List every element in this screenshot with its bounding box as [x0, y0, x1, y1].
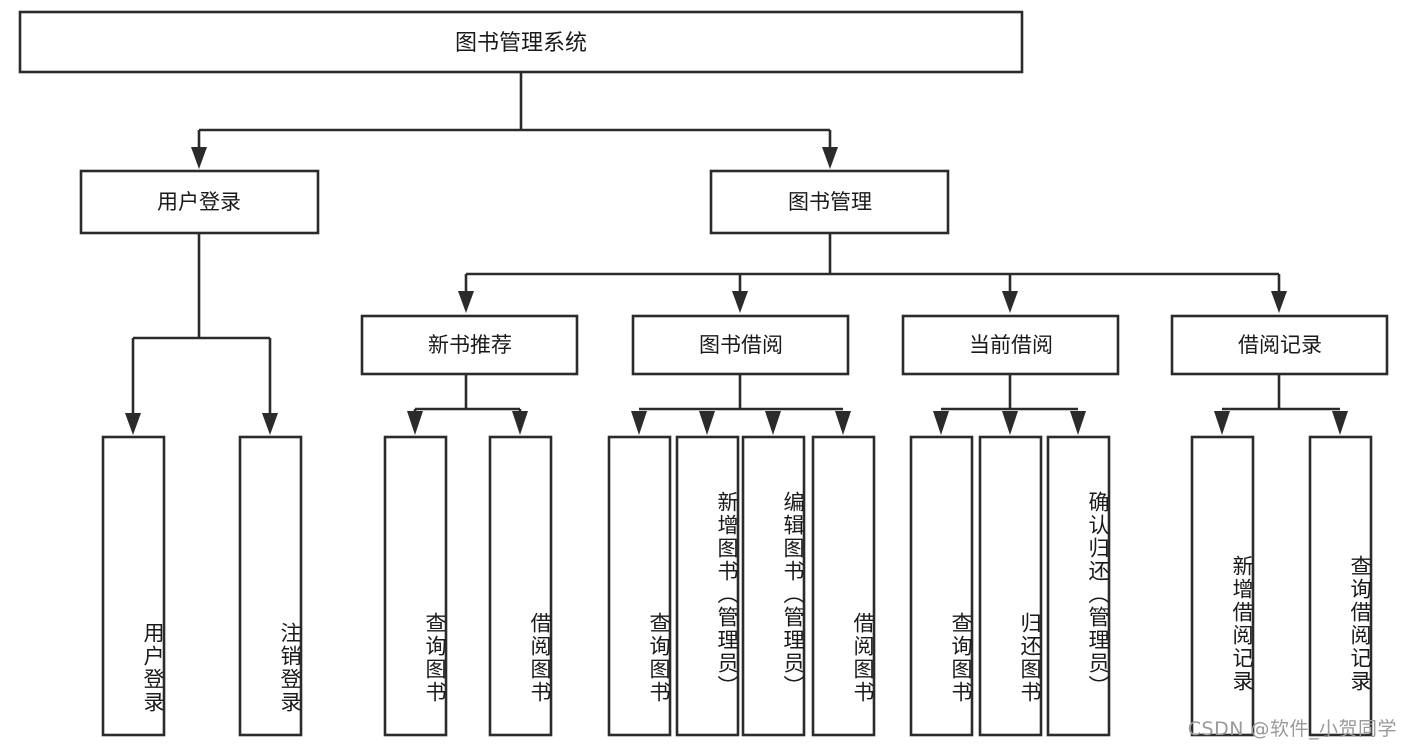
node-leaf-confirm-return-admin[interactable]: [1046, 435, 1111, 737]
node-leaf-edit-book-admin[interactable]: [741, 435, 806, 737]
node-leaf-query-book-new[interactable]: [383, 435, 448, 737]
connector-user-login-to-leaves: [125, 233, 278, 435]
node-leaf-add-book-admin[interactable]: [675, 435, 740, 737]
node-leaf-borrow-book[interactable]: [811, 435, 876, 737]
node-user-login-label: 用户登录: [157, 190, 241, 214]
node-leaf-logout[interactable]: [238, 435, 303, 737]
node-book-management[interactable]: 图书管理: [709, 169, 950, 235]
arrow-head-icon: [458, 291, 474, 313]
arrow-head-icon: [262, 413, 278, 435]
node-current-borrow[interactable]: 当前借阅: [901, 314, 1120, 376]
node-root-label: 图书管理系统: [455, 31, 587, 56]
node-leaf-add-borrow-record[interactable]: [1190, 435, 1255, 737]
node-book-management-label: 图书管理: [788, 190, 872, 214]
arrow-head-icon: [1214, 411, 1230, 435]
node-new-book-recommend-label: 新书推荐: [428, 333, 512, 357]
node-leaf-user-login[interactable]: [101, 435, 166, 737]
arrow-head-icon: [407, 411, 423, 435]
node-user-login[interactable]: 用户登录: [79, 169, 320, 235]
arrow-head-icon: [1002, 291, 1018, 313]
node-leaf-query-book-current[interactable]: [909, 435, 974, 737]
arrow-head-icon: [191, 147, 207, 169]
connector-borrow-record-to-leaves: [1214, 375, 1348, 435]
node-book-borrow-label: 图书借阅: [699, 333, 783, 357]
node-leaf-query-borrow-record[interactable]: [1308, 435, 1373, 737]
arrow-head-icon: [1002, 411, 1018, 435]
arrow-head-icon: [1332, 411, 1348, 435]
arrow-head-icon: [512, 411, 528, 435]
node-leaf-borrow-book-new[interactable]: [488, 435, 553, 737]
connector-new-book-to-leaves: [407, 375, 528, 435]
node-new-book-recommend[interactable]: 新书推荐: [360, 314, 579, 376]
arrow-head-icon: [1271, 291, 1287, 313]
node-leaf-query-book-borrow[interactable]: [607, 435, 672, 737]
arrow-head-icon: [765, 411, 781, 435]
connector-root-to-level2: [191, 73, 838, 169]
connector-book-mgmt-to-level3: [458, 233, 1287, 313]
watermark-label: CSDN @软件_小贺同学: [1187, 718, 1397, 740]
arrow-head-icon: [631, 411, 647, 435]
node-leaf-return-book[interactable]: [978, 435, 1043, 737]
arrow-head-icon: [822, 147, 838, 169]
connector-current-borrow-to-leaves: [933, 375, 1086, 435]
arrow-head-icon: [125, 413, 141, 435]
node-current-borrow-label: 当前借阅: [969, 333, 1053, 357]
node-root[interactable]: 图书管理系统: [18, 10, 1024, 74]
arrow-head-icon: [933, 411, 949, 435]
arrow-head-icon: [732, 291, 748, 313]
connector-book-borrow-to-leaves: [631, 375, 851, 435]
arrow-head-icon: [1070, 411, 1086, 435]
node-borrow-record[interactable]: 借阅记录: [1170, 314, 1389, 376]
node-book-borrow[interactable]: 图书借阅: [631, 314, 850, 376]
arrow-head-icon: [835, 411, 851, 435]
arrow-head-icon: [699, 411, 715, 435]
node-borrow-record-label: 借阅记录: [1238, 333, 1322, 357]
